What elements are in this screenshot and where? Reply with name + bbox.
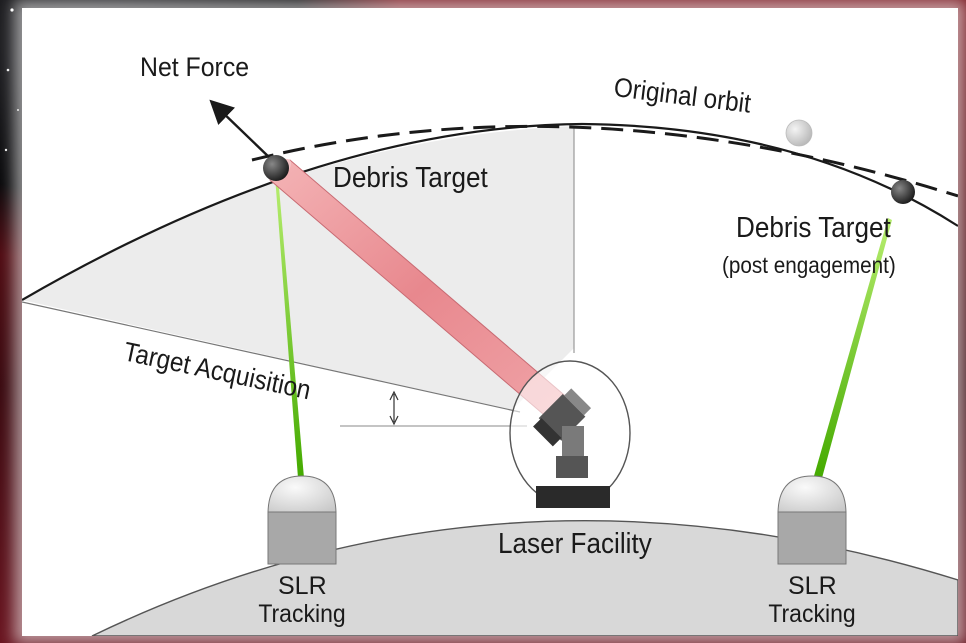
debris-original-position bbox=[785, 119, 813, 147]
net-force-label: Net Force bbox=[140, 52, 250, 82]
diagram-panel: Net Force Original orbit Debris Target D… bbox=[22, 8, 958, 636]
slr-left-label-line1: SLR bbox=[278, 572, 327, 600]
slr-station-left bbox=[267, 475, 337, 565]
net-force-arrow bbox=[209, 99, 273, 161]
debris-target-post-engagement bbox=[891, 180, 915, 204]
original-orbit-path bbox=[251, 124, 958, 198]
acquisition-sector bbox=[22, 126, 574, 410]
slr-tracking-beam-left bbox=[275, 176, 304, 478]
laser-facility-label: Laser Facility bbox=[498, 528, 652, 560]
slr-tracking-beam-right bbox=[814, 218, 892, 478]
slr-left-label-line2: Tracking bbox=[258, 600, 346, 628]
slr-right-label-line2: Tracking bbox=[768, 600, 856, 628]
slr-station-right bbox=[777, 475, 847, 565]
acquisition-ray bbox=[22, 301, 521, 413]
earth-surface bbox=[91, 519, 958, 636]
post-engagement-label: (post engagement) bbox=[722, 252, 896, 278]
laser-debris-diagram bbox=[22, 99, 958, 636]
debris-target-engaged bbox=[263, 155, 289, 181]
debris-orbit-path bbox=[22, 122, 958, 301]
slr-right-label-line1: SLR bbox=[788, 572, 837, 600]
laser-facility bbox=[509, 360, 631, 508]
debris-target-engaged-label: Debris Target bbox=[333, 162, 488, 194]
debris-target-post-label: Debris Target bbox=[736, 212, 891, 244]
